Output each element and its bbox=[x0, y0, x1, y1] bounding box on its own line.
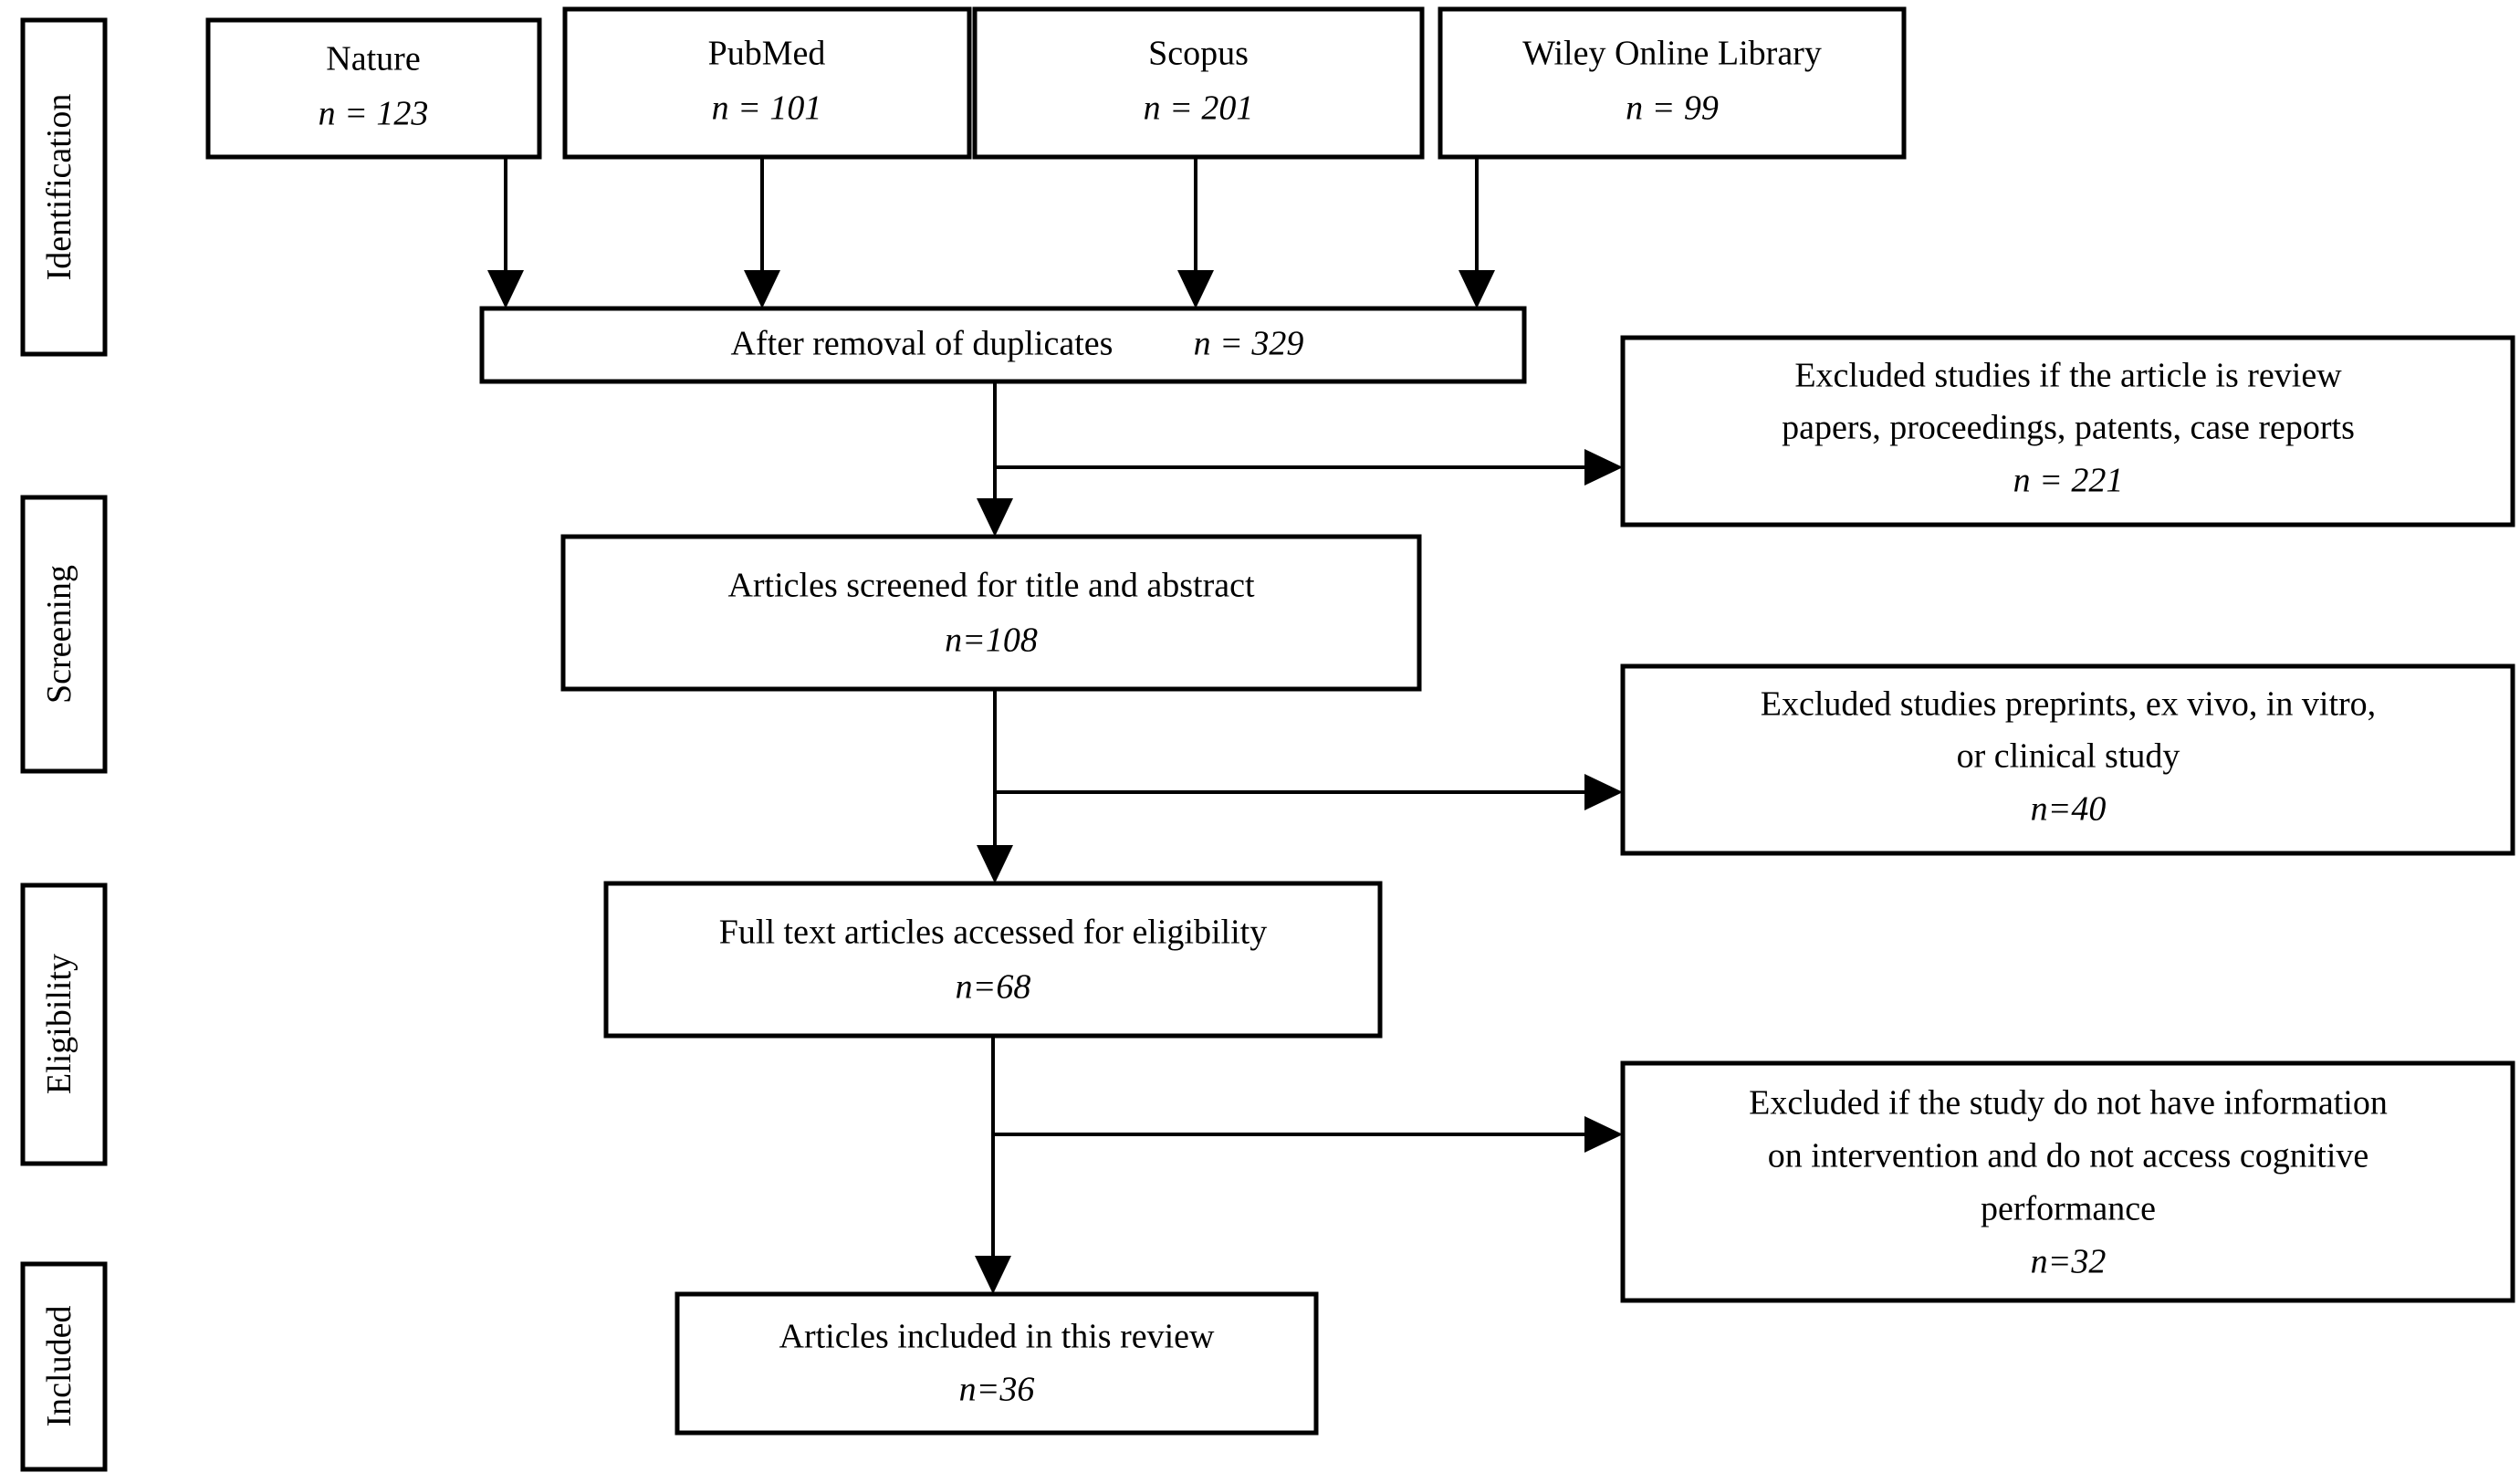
exclusion-box-2: Excluded studies preprints, ex vivo, in … bbox=[1620, 663, 2515, 856]
arrow-fulltext-to-included bbox=[975, 1036, 1011, 1294]
flow-count-screened: n=108 bbox=[945, 621, 1038, 660]
flow-box-duplicates: After removal of duplicates n = 329 bbox=[479, 306, 1527, 384]
exclusion-2-line-1: Excluded studies preprints, ex vivo, in … bbox=[1761, 685, 2376, 724]
arrow-nature-to-duplicates bbox=[487, 157, 524, 308]
flow-box-screened-rect bbox=[560, 534, 1422, 692]
source-box-wiley-rect bbox=[1438, 6, 1907, 160]
source-count-pubmed: n = 101 bbox=[712, 89, 822, 128]
flow-label-duplicates: After removal of duplicates bbox=[731, 325, 1114, 363]
exclusion-3-line-2: on intervention and do not access cognit… bbox=[1768, 1137, 2369, 1175]
exclusion-3-line-1: Excluded if the study do not have inform… bbox=[1749, 1084, 2388, 1123]
exclusion-box-2-rect bbox=[1620, 663, 2515, 856]
exclusion-box-1-rect bbox=[1620, 335, 2515, 527]
stage-box-screening bbox=[20, 495, 108, 774]
flow-box-fulltext: Full text articles accessed for eligibil… bbox=[603, 881, 1383, 1039]
source-name-pubmed: PubMed bbox=[708, 35, 826, 73]
arrow-scopus-to-duplicates bbox=[1177, 157, 1214, 308]
stage-box-included bbox=[20, 1261, 108, 1472]
flow-count-duplicates: n = 329 bbox=[1194, 325, 1304, 363]
exclusion-box-1: Excluded studies if the article is revie… bbox=[1620, 335, 2515, 527]
source-name-wiley: Wiley Online Library bbox=[1522, 35, 1822, 73]
source-box-nature: Nature n = 123 bbox=[205, 17, 542, 160]
exclusion-2-count: n=40 bbox=[2031, 790, 2107, 829]
arrow-wiley-to-duplicates bbox=[1459, 157, 1495, 308]
flow-box-included: Articles included in this review n=36 bbox=[674, 1291, 1319, 1436]
stage-label-identification-text: Identification bbox=[40, 94, 78, 281]
source-box-nature-rect bbox=[205, 17, 542, 160]
exclusion-1-count: n = 221 bbox=[2013, 462, 2124, 500]
flow-label-screened: Articles screened for title and abstract bbox=[727, 567, 1255, 605]
source-box-scopus: Scopus n = 201 bbox=[972, 6, 1425, 160]
stage-label-screening-text: Screening bbox=[40, 565, 78, 704]
arrow-screened-to-exclusion-2 bbox=[995, 774, 1623, 810]
stage-label-eligibility-text: Eligibility bbox=[40, 954, 78, 1094]
source-count-scopus: n = 201 bbox=[1144, 89, 1254, 128]
source-count-nature: n = 123 bbox=[319, 95, 429, 133]
exclusion-1-line-2: papers, proceedings, patents, case repor… bbox=[1782, 409, 2355, 447]
arrow-fulltext-to-exclusion-3 bbox=[993, 1116, 1623, 1153]
source-count-wiley: n = 99 bbox=[1626, 89, 1719, 128]
source-box-pubmed: PubMed n = 101 bbox=[562, 6, 972, 160]
arrow-pubmed-to-duplicates bbox=[744, 157, 780, 308]
stage-label-identification: Identification bbox=[20, 17, 108, 357]
exclusion-box-3-rect bbox=[1620, 1060, 2515, 1303]
source-name-nature: Nature bbox=[326, 40, 420, 78]
source-box-wiley: Wiley Online Library n = 99 bbox=[1438, 6, 1907, 160]
flow-count-fulltext: n=68 bbox=[956, 968, 1031, 1007]
stage-label-included-text: Included bbox=[40, 1306, 78, 1427]
source-box-scopus-rect bbox=[972, 6, 1425, 160]
flow-label-included: Articles included in this review bbox=[779, 1318, 1216, 1356]
exclusion-2-line-2: or clinical study bbox=[1957, 737, 2180, 776]
flow-box-screened: Articles screened for title and abstract… bbox=[560, 534, 1422, 692]
flow-label-fulltext: Full text articles accessed for eligibil… bbox=[719, 914, 1267, 952]
flow-box-included-rect bbox=[674, 1291, 1319, 1436]
source-box-pubmed-rect bbox=[562, 6, 972, 160]
exclusion-1-line-1: Excluded studies if the article is revie… bbox=[1794, 357, 2342, 395]
arrow-duplicates-to-exclusion-1 bbox=[995, 449, 1623, 486]
exclusion-3-count: n=32 bbox=[2031, 1243, 2107, 1281]
stage-box-identification bbox=[20, 17, 108, 357]
stage-label-screening: Screening bbox=[20, 495, 108, 774]
arrow-duplicates-to-screened bbox=[977, 381, 1013, 537]
source-name-scopus: Scopus bbox=[1148, 35, 1249, 73]
exclusion-box-3: Excluded if the study do not have inform… bbox=[1620, 1060, 2515, 1303]
arrow-screened-to-fulltext bbox=[977, 689, 1013, 883]
stage-box-eligibility bbox=[20, 882, 108, 1166]
stage-label-included: Included bbox=[20, 1261, 108, 1472]
flow-box-duplicates-rect bbox=[479, 306, 1527, 384]
exclusion-3-line-3: performance bbox=[1981, 1190, 2156, 1228]
stage-label-eligibility: Eligibility bbox=[20, 882, 108, 1166]
flow-count-included: n=36 bbox=[959, 1371, 1035, 1409]
flow-box-fulltext-rect bbox=[603, 881, 1383, 1039]
